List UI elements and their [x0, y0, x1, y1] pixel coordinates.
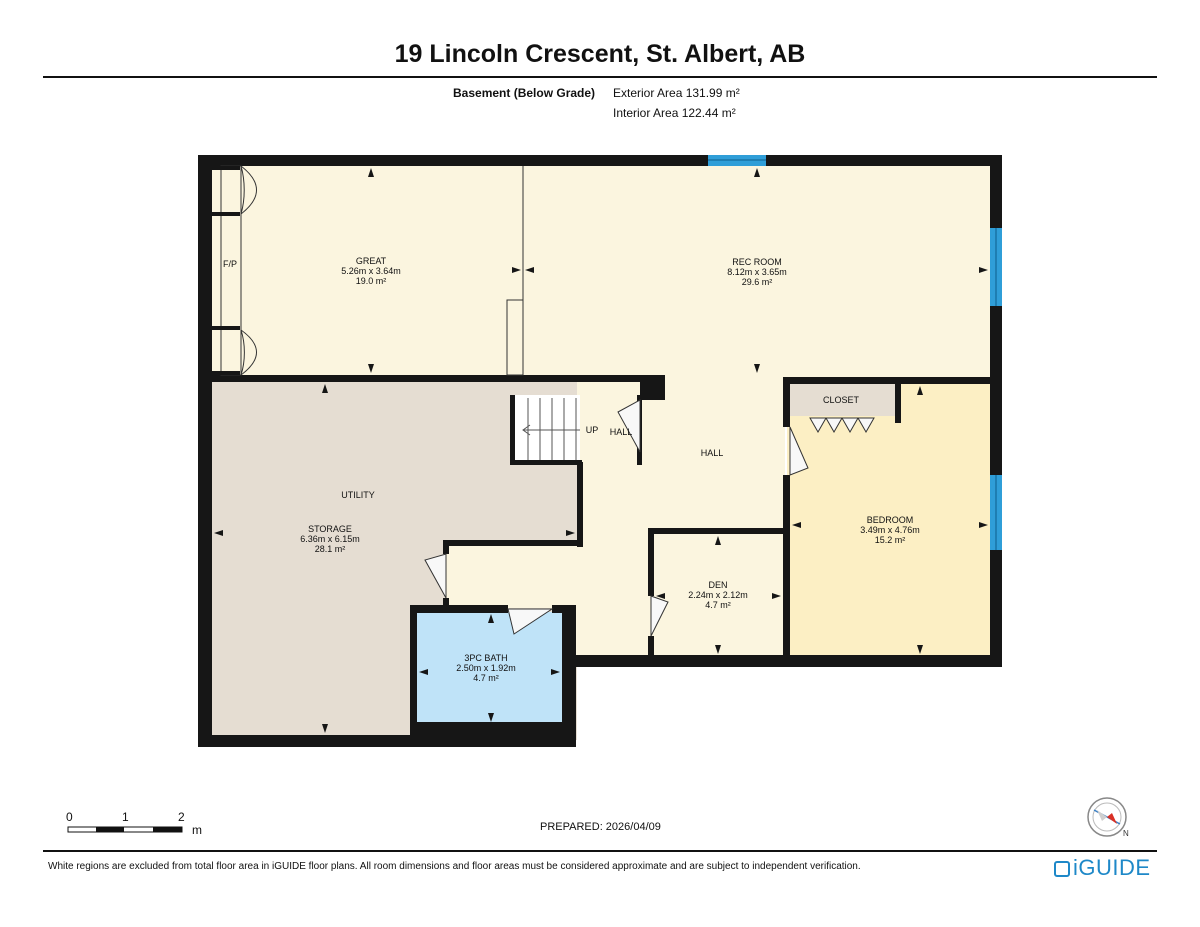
- thin-lines: [220, 165, 524, 376]
- bedroom-area: 15.2 m²: [875, 535, 906, 545]
- exterior-walls: [198, 155, 1002, 747]
- brand-icon: [1054, 861, 1070, 877]
- footer-rule: [43, 850, 1157, 852]
- plan-title: 19 Lincoln Crescent, St. Albert, AB: [394, 40, 806, 68]
- stair-fill: [512, 395, 580, 463]
- storage-name: STORAGE: [308, 524, 352, 534]
- svg-text:N: N: [1123, 829, 1129, 838]
- rec-dims: 8.12m x 3.65m: [727, 267, 787, 277]
- doors: [424, 399, 875, 637]
- rec-name: REC ROOM: [732, 257, 782, 267]
- great-name: GREAT: [356, 256, 387, 266]
- bedroom-name: BEDROOM: [867, 515, 914, 525]
- interior-area: Interior Area 122.44 m²: [613, 106, 736, 120]
- dimension-arrows: [214, 168, 988, 733]
- fireplace-label: F/P: [223, 259, 237, 269]
- den-name: DEN: [708, 580, 727, 590]
- bath-name: 3PC BATH: [464, 653, 507, 663]
- bedroom-dims: 3.49m x 4.76m: [860, 525, 920, 535]
- window-lines: [708, 159, 997, 550]
- exterior-area: Exterior Area 131.99 m²: [613, 86, 740, 100]
- brand-name: iGUIDE: [1073, 855, 1151, 880]
- great-area: 19.0 m²: [356, 276, 387, 286]
- bath-fill: [416, 612, 562, 724]
- room-labels: GREAT 5.26m x 3.64m 19.0 m² REC ROOM 8.1…: [223, 256, 920, 683]
- scale-unit: m: [192, 823, 202, 837]
- upper-floor-fill: [205, 160, 995, 380]
- utility-name: UTILITY: [341, 490, 375, 500]
- interior-walls: [205, 375, 995, 747]
- rec-area: 29.6 m²: [742, 277, 773, 287]
- bath-dims: 2.50m x 1.92m: [456, 663, 516, 673]
- up-label: UP: [586, 425, 599, 435]
- fireplace-marks: [212, 166, 240, 375]
- great-dims: 5.26m x 3.64m: [341, 266, 401, 276]
- disclaimer: White regions are excluded from total fl…: [48, 861, 861, 872]
- hall-small-name: HALL: [610, 427, 633, 437]
- scale-label-2: 2: [178, 810, 185, 824]
- closet-name: CLOSET: [823, 395, 860, 405]
- brand-logo: iGUIDE: [1054, 855, 1151, 881]
- den-fill: [653, 533, 786, 658]
- header-rule: [43, 76, 1157, 78]
- scale-label-1: 1: [122, 810, 129, 824]
- den-area: 4.7 m²: [705, 600, 731, 610]
- closet-fill: [789, 382, 895, 416]
- storage-dims: 6.36m x 6.15m: [300, 534, 360, 544]
- prepared-date: PREPARED: 2026/04/09: [540, 821, 661, 833]
- storage-area: 28.1 m²: [315, 544, 346, 554]
- stairs: [522, 398, 580, 460]
- hall-name: HALL: [701, 448, 724, 458]
- floor-label: Basement (Below Grade): [453, 86, 596, 100]
- bath-area: 4.7 m²: [473, 673, 499, 683]
- scale-label-0: 0: [66, 810, 73, 824]
- compass-icon: N: [1086, 796, 1129, 838]
- scale-bar: [67, 826, 183, 833]
- den-dims: 2.24m x 2.12m: [688, 590, 748, 600]
